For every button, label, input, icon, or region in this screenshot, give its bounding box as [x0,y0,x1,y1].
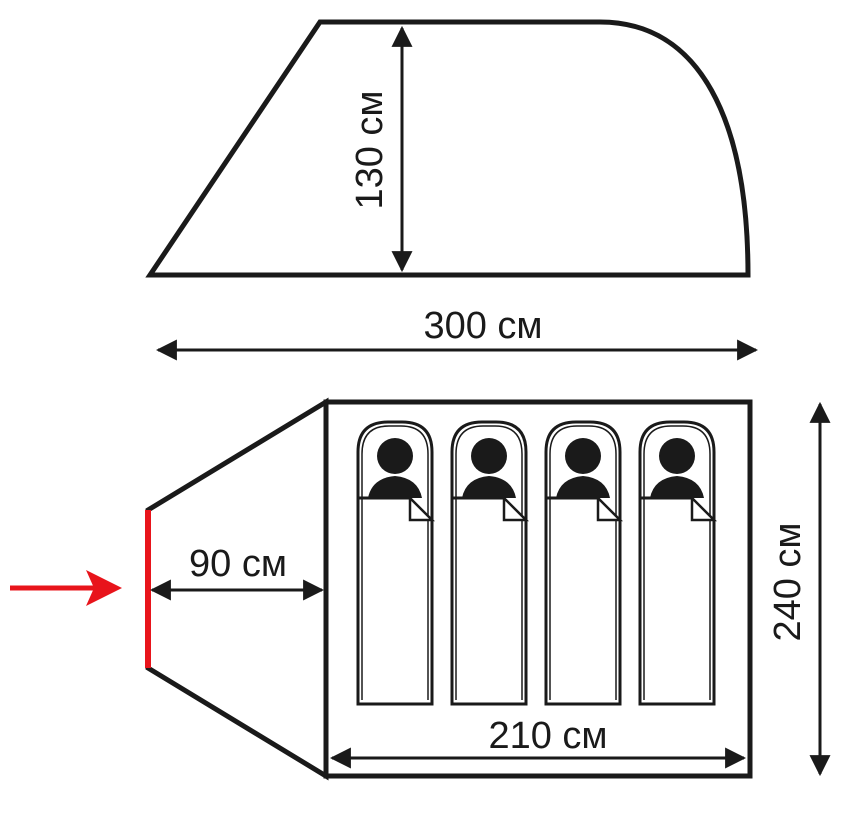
width-label: 240 см [767,522,809,641]
height-label: 130 см [349,90,391,209]
inner-length-label: 210 см [488,715,607,757]
tent-side-profile [145,19,751,278]
floor-plan: 90 см 210 см 240 см [10,397,831,781]
entrance-arrow-icon [10,570,122,606]
sleeping-bag-person-icon [544,420,624,706]
vestibule-label: 90 см [189,543,287,585]
length-label: 300 см [423,305,542,347]
sleeping-bag-person-icon [356,420,436,706]
side-view: 130 см 300 см [145,19,759,361]
sleeping-bag-person-icon [450,420,530,706]
sleeping-bag-person-icon [638,420,718,706]
sleeping-bags [356,420,718,706]
